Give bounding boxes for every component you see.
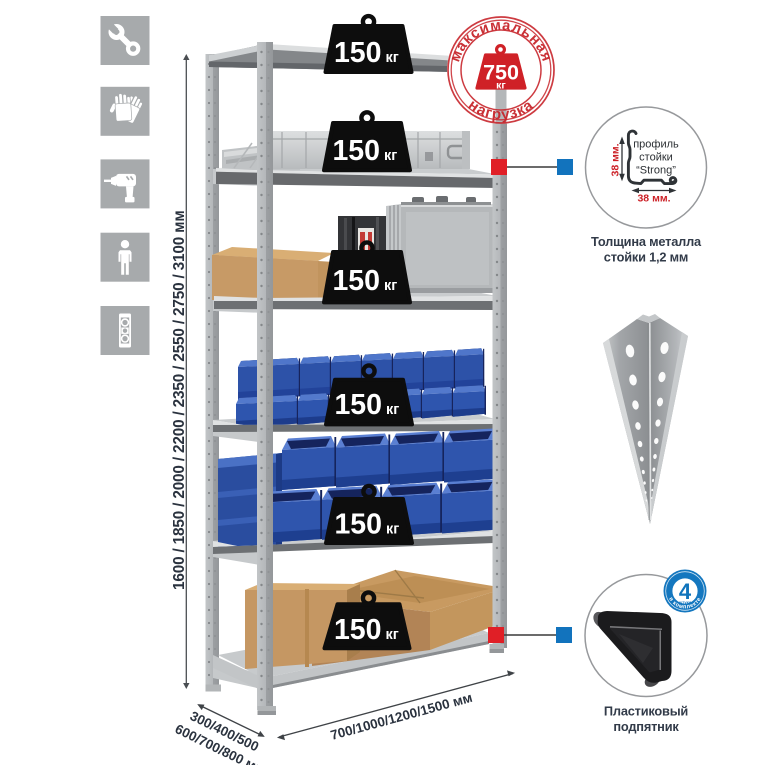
svg-text:стойки: стойки [639, 152, 673, 164]
svg-text:38 мм.: 38 мм. [610, 143, 622, 176]
svg-text:стойки 1,2 мм: стойки 1,2 мм [604, 250, 688, 265]
svg-text:150: 150 [334, 614, 382, 646]
svg-text:38 мм.: 38 мм. [637, 193, 670, 205]
svg-text:150: 150 [332, 265, 380, 297]
svg-text:подпятник: подпятник [613, 719, 679, 734]
svg-text:700/1000/1200/1500 мм: 700/1000/1200/1500 мм [329, 690, 474, 743]
svg-text:750: 750 [483, 61, 519, 85]
svg-text:кг: кг [384, 148, 397, 164]
svg-text:штуки: штуки [679, 600, 692, 605]
svg-text:профиль: профиль [633, 139, 679, 151]
svg-text:кг: кг [386, 627, 399, 643]
svg-text:кг: кг [496, 80, 506, 92]
svg-text:4: 4 [679, 579, 692, 604]
svg-text:150: 150 [334, 37, 382, 69]
svg-text:1600 / 1850 / 2000 / 2200 / 23: 1600 / 1850 / 2000 / 2200 / 2350 / 2550 … [171, 210, 188, 590]
svg-text:150: 150 [332, 135, 380, 167]
svg-text:Толщина металла: Толщина металла [591, 234, 702, 249]
svg-text:кг: кг [386, 402, 399, 418]
svg-text:кг: кг [386, 50, 399, 66]
svg-text:“Strong”: “Strong” [636, 165, 676, 177]
svg-text:150: 150 [334, 509, 382, 541]
svg-text:кг: кг [384, 278, 397, 294]
svg-text:150: 150 [334, 389, 382, 421]
svg-text:Пластиковый: Пластиковый [604, 704, 688, 719]
svg-text:кг: кг [386, 522, 399, 538]
